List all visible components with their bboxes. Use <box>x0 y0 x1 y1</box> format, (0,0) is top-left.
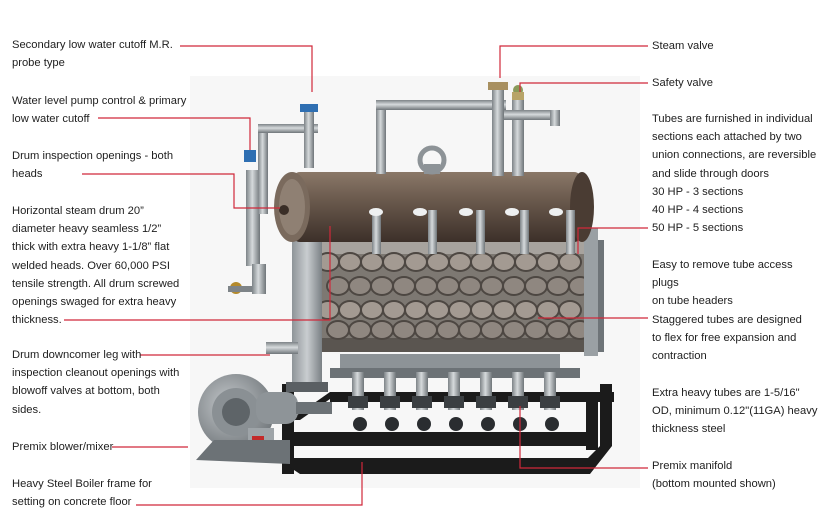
premix-manifold <box>330 354 580 431</box>
leader-drum-inspection <box>82 173 280 209</box>
tube-coil <box>348 276 372 296</box>
tube-coil <box>492 252 516 272</box>
label-drum-downcomer-leg: Drum downcomer leg with inspection clean… <box>12 349 180 416</box>
tube-coil <box>360 252 384 272</box>
premix-blower <box>196 374 332 464</box>
steam-piping <box>376 82 560 176</box>
tube-coil <box>360 300 384 320</box>
tube-coil <box>426 252 450 272</box>
tube-coil <box>536 300 560 320</box>
tube-coil <box>382 300 406 320</box>
tube-coil <box>448 300 472 320</box>
tube-coil <box>370 320 394 340</box>
label-drum-inspection-openings: Drum inspection openings - both heads <box>12 150 174 181</box>
label-safety-valve: Safety valve <box>652 77 713 89</box>
tube-coil <box>414 276 438 296</box>
boiler-illustration <box>196 82 614 474</box>
tube-coil <box>458 320 482 340</box>
label-boiler-frame: Heavy Steel Boiler frame for setting on … <box>12 478 152 509</box>
label-steam-valve: Steam valve <box>652 40 714 52</box>
tube-coil <box>448 252 472 272</box>
tube-coil <box>558 300 582 320</box>
label-tubes-furnished: Tubes are furnished in individual sectio… <box>652 113 817 235</box>
tube-coil <box>524 276 548 296</box>
tube-coil <box>546 276 570 296</box>
label-premix-manifold: Premix manifold (bottom mounted shown) <box>652 460 776 491</box>
leader-frame <box>136 462 363 506</box>
leader-lines <box>64 45 648 506</box>
label-tube-access-plugs: Easy to remove tube access plugs on tube… <box>652 259 793 308</box>
leader-steam-valve <box>499 45 648 78</box>
tube-coil <box>458 276 482 296</box>
leader-secondary-cutoff <box>180 45 313 92</box>
leader-safety-valve <box>519 82 648 92</box>
tube-coil <box>558 252 582 272</box>
tube-coil <box>436 276 460 296</box>
tube-coil <box>514 252 538 272</box>
tube-coil <box>502 320 526 340</box>
tube-coil <box>392 320 416 340</box>
tube-coil <box>470 252 494 272</box>
tube-coil <box>536 252 560 272</box>
tube-coil <box>480 320 504 340</box>
tube-coil <box>436 320 460 340</box>
tube-coil <box>404 252 428 272</box>
tube-coil <box>370 276 394 296</box>
tube-coil <box>492 300 516 320</box>
label-extra-heavy-tubes: Extra heavy tubes are 1-5/16" OD, minimu… <box>652 387 818 436</box>
label-staggered-tubes: Staggered tubes are designed to flex for… <box>652 314 802 363</box>
label-horizontal-steam-drum: Horizontal steam drum 20” diameter heavy… <box>12 205 180 327</box>
steam-drum <box>274 145 594 242</box>
leader-manifold <box>519 406 648 469</box>
tube-coil <box>392 276 416 296</box>
tube-coil <box>326 320 350 340</box>
tube-coil <box>338 300 362 320</box>
tube-headers <box>372 210 575 254</box>
label-water-level-pump-control: Water level pump control & primary low w… <box>12 95 187 126</box>
downcomer-leg <box>266 214 328 392</box>
tube-coil <box>480 276 504 296</box>
drum-nozzles <box>369 208 563 216</box>
tube-coil <box>404 300 428 320</box>
tube-bank <box>312 228 604 356</box>
tube-coil <box>502 276 526 296</box>
label-premix-blower: Premix blower/mixer <box>12 441 114 453</box>
tube-coil <box>414 320 438 340</box>
water-column <box>228 104 318 294</box>
label-secondary-low-water-cutoff: Secondary low water cutoff M.R. probe ty… <box>12 39 173 70</box>
tube-coil <box>382 252 406 272</box>
tube-coil <box>546 320 570 340</box>
leader-water-level <box>98 117 251 150</box>
tube-coil <box>514 300 538 320</box>
leader-steam-drum <box>64 226 331 321</box>
tube-coil <box>426 300 450 320</box>
leader-tubes-furnished <box>577 227 648 254</box>
tube-coil <box>348 320 372 340</box>
tube-coil <box>470 300 494 320</box>
tube-coil <box>524 320 548 340</box>
tube-coil <box>338 252 362 272</box>
